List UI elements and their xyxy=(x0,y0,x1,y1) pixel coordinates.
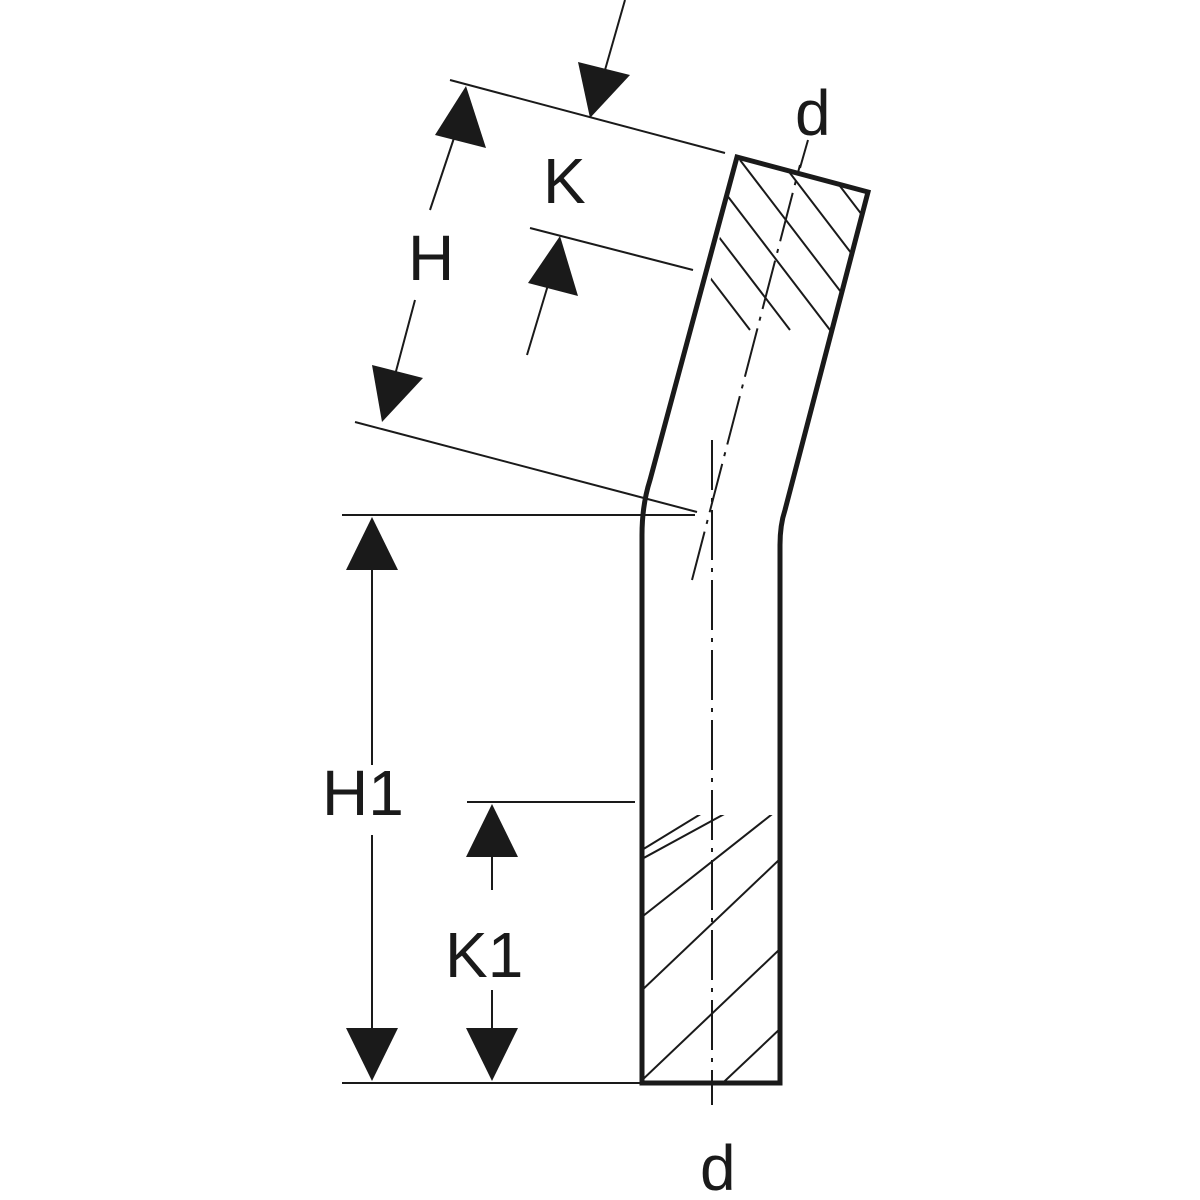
arrow-up-icon xyxy=(466,804,518,857)
label-k1: K1 xyxy=(445,919,523,991)
arrowheads xyxy=(346,62,630,1081)
label-h1: H1 xyxy=(322,757,404,829)
extension-lines xyxy=(342,79,726,1084)
k-dimension xyxy=(526,0,626,356)
label-d-bottom: d xyxy=(700,1132,736,1200)
arrow-up-icon xyxy=(346,517,398,570)
h-dimension xyxy=(394,134,456,376)
arrow-down-icon xyxy=(466,1028,518,1081)
arrow-down-icon xyxy=(578,62,630,118)
label-k: K xyxy=(543,145,586,217)
arrow-up-icon xyxy=(528,236,578,296)
pipe-outline xyxy=(639,153,872,1086)
centerline xyxy=(691,164,801,1105)
arrow-down-icon xyxy=(372,365,423,422)
bottom-hatching xyxy=(644,815,778,1081)
d-leader xyxy=(799,139,809,169)
arrow-up-icon xyxy=(435,86,486,148)
label-d-top: d xyxy=(795,77,831,149)
arrow-down-icon xyxy=(346,1028,398,1081)
label-h: H xyxy=(408,222,454,294)
top-hatching xyxy=(700,159,868,331)
